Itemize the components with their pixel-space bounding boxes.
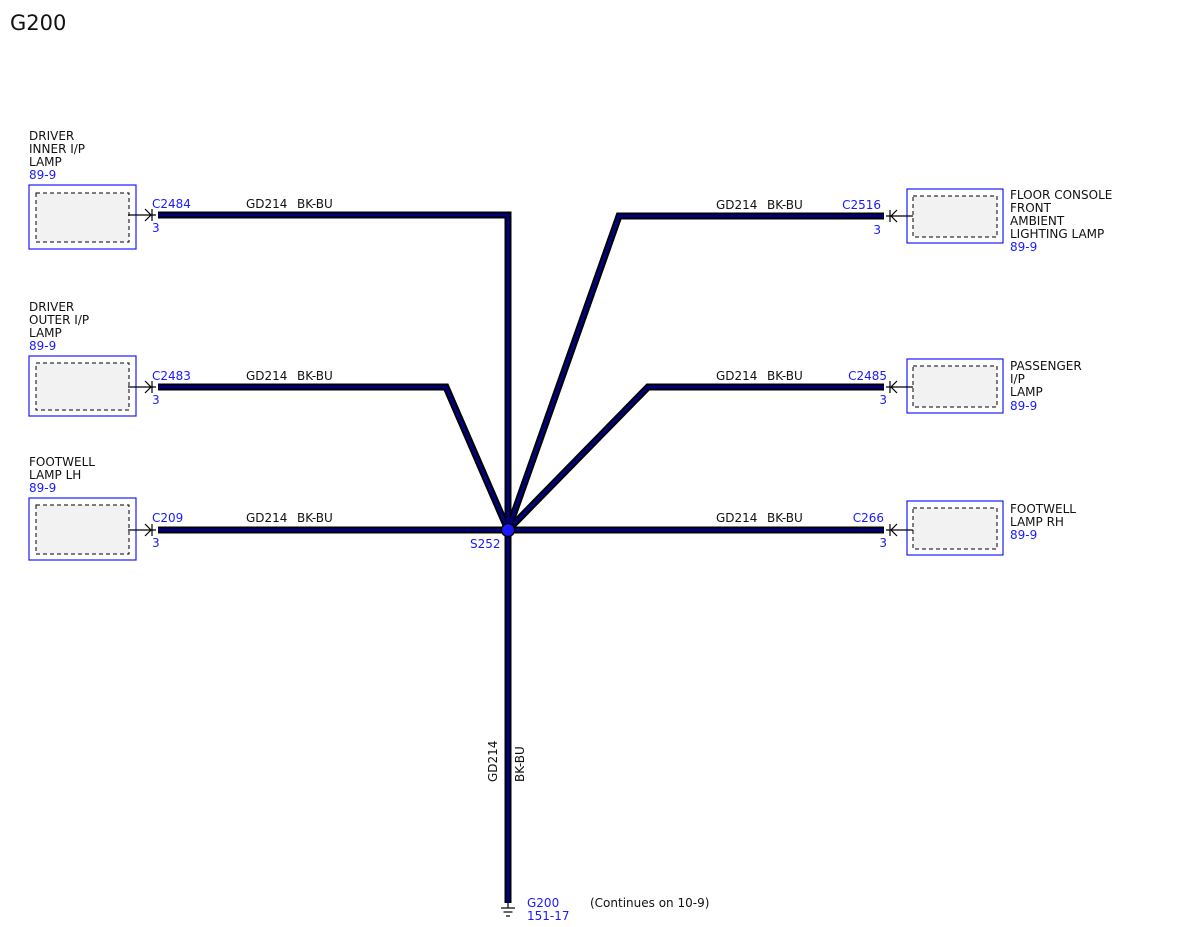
wire-color-label: BK-BU [767, 369, 803, 383]
component-label: AMBIENT [1010, 214, 1065, 228]
ground-ref-link[interactable]: 151-17 [527, 909, 570, 923]
circuit-label: GD214 [716, 369, 757, 383]
connector-c2484[interactable]: C2484 [152, 197, 191, 211]
component-label: FOOTWELL [29, 455, 95, 469]
ground-g200-link[interactable]: G200 [527, 896, 559, 910]
continuation-note: (Continues on 10-9) [590, 896, 709, 910]
component-label: PASSENGER [1010, 359, 1082, 373]
wire-color-label: BK-BU [767, 198, 803, 212]
component-label: LIGHTING LAMP [1010, 227, 1104, 241]
ground-icon [501, 903, 515, 917]
circuit-label: GD214 [486, 741, 500, 782]
circuit-label: GD214 [246, 197, 287, 211]
circuit-label: GD214 [716, 511, 757, 525]
pin-number: 3 [873, 223, 881, 237]
wire-color-label: BK-BU [297, 511, 333, 525]
component-label: INNER I/P [29, 142, 85, 156]
connector-c266[interactable]: C266 [853, 511, 884, 525]
pin-number: 3 [152, 221, 160, 235]
wire-harness [158, 211, 884, 903]
component-ref-link[interactable]: 89-9 [29, 481, 56, 495]
pin-number: 3 [152, 393, 160, 407]
connector-arrow-icons [128, 208, 913, 537]
component-label: DRIVER [29, 129, 74, 143]
component-ref-link[interactable]: 89-9 [29, 168, 56, 182]
connector-c2485[interactable]: C2485 [848, 369, 887, 383]
component-label: FLOOR CONSOLE [1010, 188, 1112, 202]
circuit-label: GD214 [246, 369, 287, 383]
component-ref-link[interactable]: 89-9 [1010, 240, 1037, 254]
wire-color-label: BK-BU [513, 746, 527, 782]
connector-c2516[interactable]: C2516 [842, 198, 881, 212]
splice-label[interactable]: S252 [470, 537, 501, 551]
connector-c209[interactable]: C209 [152, 511, 183, 525]
pin-number: 3 [879, 393, 887, 407]
splice-s252-node[interactable] [500, 522, 516, 538]
circuit-label: GD214 [246, 511, 287, 525]
component-label: FOOTWELL [1010, 502, 1076, 516]
component-ref-link[interactable]: 89-9 [1010, 399, 1037, 413]
component-label: LAMP [29, 155, 62, 169]
wire-color-label: BK-BU [297, 197, 333, 211]
component-label: LAMP [29, 326, 62, 340]
connector-c2483[interactable]: C2483 [152, 369, 191, 383]
component-label: FRONT [1010, 201, 1052, 215]
component-label: OUTER I/P [29, 313, 89, 327]
component-label: LAMP [1010, 385, 1043, 399]
component-ref-link[interactable]: 89-9 [29, 339, 56, 353]
pin-number: 3 [879, 536, 887, 550]
component-label: LAMP LH [29, 468, 81, 482]
wire-color-label: BK-BU [297, 369, 333, 383]
component-label: LAMP RH [1010, 515, 1064, 529]
component-label: I/P [1010, 372, 1025, 386]
page-title: G200 [10, 11, 66, 35]
component-ref-link[interactable]: 89-9 [1010, 528, 1037, 542]
pin-number: 3 [152, 536, 160, 550]
circuit-label: GD214 [716, 198, 757, 212]
component-label: DRIVER [29, 300, 74, 314]
wire-color-label: BK-BU [767, 511, 803, 525]
